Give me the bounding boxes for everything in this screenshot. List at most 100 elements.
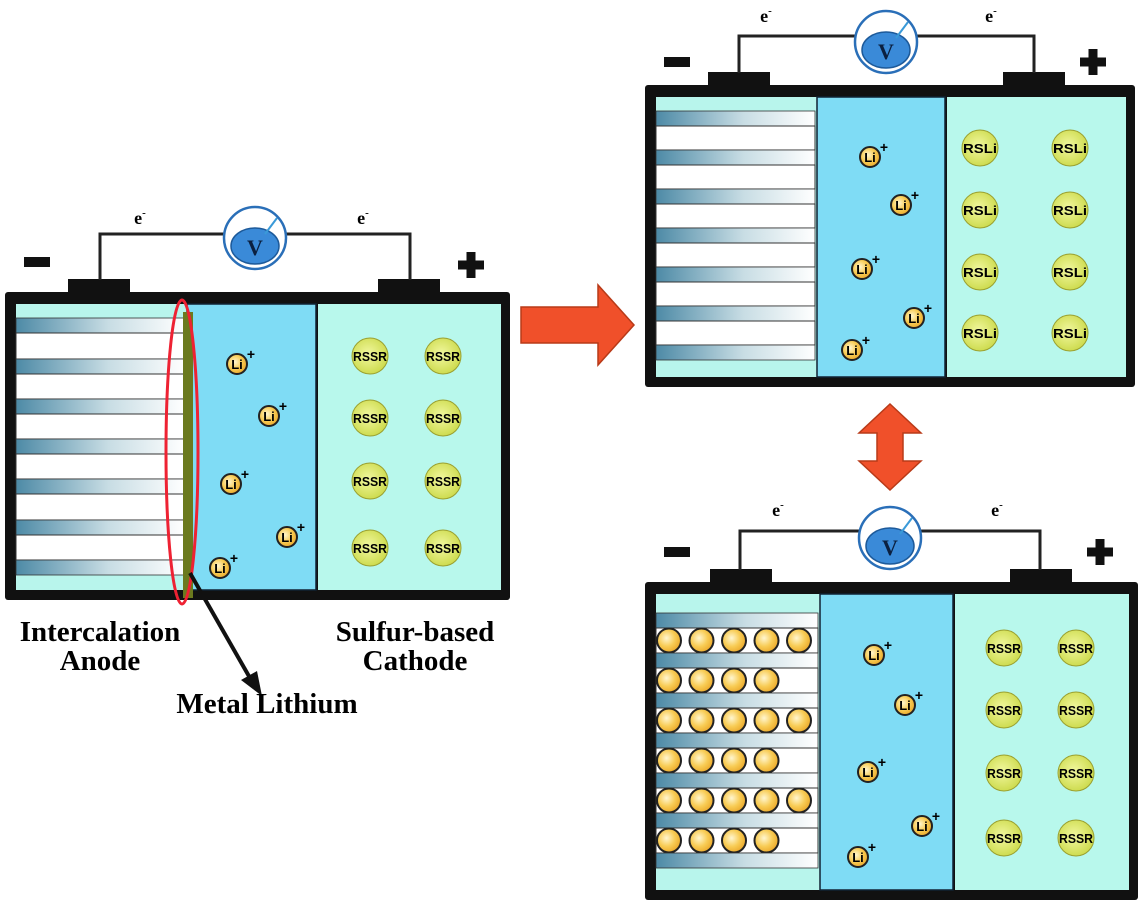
electron-label-left: e- (134, 207, 146, 228)
sulfur-species-label: RSLi (963, 141, 997, 156)
metal-lithium-label: Metal Lithium (176, 688, 357, 720)
li-ion-charge: + (884, 637, 892, 653)
li-ion-label: Li (862, 765, 874, 780)
sulfur-species-label: RSLi (963, 265, 997, 280)
intercalated-li (753, 707, 780, 734)
sulfur-species: RSLi (961, 253, 999, 291)
li-ion-label: Li (852, 850, 864, 865)
sulfur-species-circle (961, 253, 999, 291)
discharged-cell: Ve-e-Li+Li+Li+Li+Li+RSLiRSLiRSLiRSLiRSLi… (645, 5, 1135, 387)
sulfur-species-circle (351, 462, 389, 500)
li-ion-circle (220, 473, 242, 495)
reversible-arrow-icon (857, 402, 923, 492)
positive-terminal (1003, 72, 1065, 87)
li-ion-label: Li (281, 530, 293, 545)
li-ion-circle (890, 194, 912, 216)
intercalated-li (721, 627, 747, 654)
plus-terminal-icon-vertical (1095, 539, 1105, 565)
interlayer-gap (15, 534, 186, 561)
sulfur-species-label: RSSR (987, 641, 1022, 656)
graphite-layer (15, 559, 186, 576)
interlayer-gap (15, 413, 186, 440)
sulfur-species-label: RSLi (963, 326, 997, 341)
sulfur-species-circle (351, 337, 389, 375)
sulfur-species: RSLi (1051, 129, 1089, 167)
sulfur-species-label: RSSR (353, 474, 388, 489)
sulfur-species: RSSR (985, 819, 1023, 857)
sulfur-species: RSSR (1057, 754, 1095, 792)
sulfur-species-label: RSLi (1053, 141, 1087, 156)
graphite-layers (655, 110, 816, 361)
graphite-layer (655, 852, 819, 869)
cathode-label-line1: Sulfur-based (336, 616, 494, 648)
sulfur-species: RSSR (1057, 629, 1095, 667)
interlayer-gap (15, 453, 186, 480)
li-ion: Li+ (841, 332, 870, 361)
sulfur-species-circle (985, 629, 1023, 667)
sulfur-species: RSSR (1057, 691, 1095, 729)
li-ion-label: Li (263, 409, 275, 424)
graphite-layer (655, 227, 816, 244)
interlayer-gap (15, 373, 186, 400)
plus-terminal-icon-vertical (466, 252, 476, 278)
li-ion: Li+ (859, 139, 888, 168)
li-ion: Li+ (863, 637, 892, 666)
li-ion-charge: + (872, 251, 880, 267)
graphite-layer (655, 305, 816, 322)
voltmeter-face (861, 31, 911, 69)
sulfur-species: RSSR (985, 691, 1023, 729)
voltmeter-needle (899, 517, 913, 535)
intercalated-li (721, 787, 747, 814)
interlayer-gap (15, 493, 186, 521)
li-ion-label: Li (895, 198, 907, 213)
intercalated-li (656, 707, 682, 734)
li-ion-circle (863, 644, 885, 666)
sulfur-species-circle (424, 337, 462, 375)
sulfur-species: RSSR (424, 337, 462, 375)
li-ion: Li+ (903, 300, 932, 329)
sulfur-species-label: RSSR (1059, 641, 1094, 656)
interlayer-gap (655, 203, 816, 229)
electron-label-right: e- (357, 207, 369, 228)
intercalated-li (688, 787, 715, 814)
sulfur-species-circle (985, 754, 1023, 792)
li-ion-charge: + (924, 300, 932, 316)
sulfur-species-label: RSLi (963, 203, 997, 218)
voltmeter-icon: V (857, 505, 923, 571)
sulfur-species: RSSR (424, 399, 462, 437)
sulfur-species-circle (424, 529, 462, 567)
sulfur-species: RSSR (351, 462, 389, 500)
negative-terminal (710, 569, 772, 584)
intercalated-li (721, 667, 747, 694)
li-ion-circle (209, 557, 231, 579)
graphite-layer (655, 266, 816, 283)
li-ion-circle (258, 405, 280, 427)
sulfur-species-circle (961, 314, 999, 352)
sulfur-species: RSSR (351, 337, 389, 375)
graphite-layer (655, 812, 819, 829)
sulfur-species: RSLi (1051, 253, 1089, 291)
sulfur-species-circle (1051, 314, 1089, 352)
li-ion-circle (903, 307, 925, 329)
process-arrow-right-icon (520, 283, 636, 367)
sulfur-species-label: RSSR (1059, 703, 1094, 718)
li-ion: Li + (276, 519, 305, 548)
lithium-metal-layer (183, 312, 193, 598)
li-ion-charge: + (297, 519, 305, 535)
sulfur-species-circle (961, 191, 999, 229)
graphite-layers (655, 612, 819, 869)
li-ion-label: Li (916, 819, 928, 834)
sulfur-species-label: RSSR (987, 766, 1022, 781)
li-ion-charge: + (230, 550, 238, 566)
positive-terminal (378, 279, 440, 294)
electron-label-right: e- (991, 499, 1003, 520)
li-ion-charge: + (862, 332, 870, 348)
sulfur-species: RSSR (424, 462, 462, 500)
graphite-layer (655, 692, 819, 709)
anode-label-line2: Anode (60, 645, 141, 677)
li-ion-circle (859, 146, 881, 168)
charged-cell: Ve-e-Li+Li+Li+Li+Li+RSSRRSSRRSSRRSSRRSSR… (645, 499, 1138, 900)
intercalated-li (688, 667, 715, 694)
